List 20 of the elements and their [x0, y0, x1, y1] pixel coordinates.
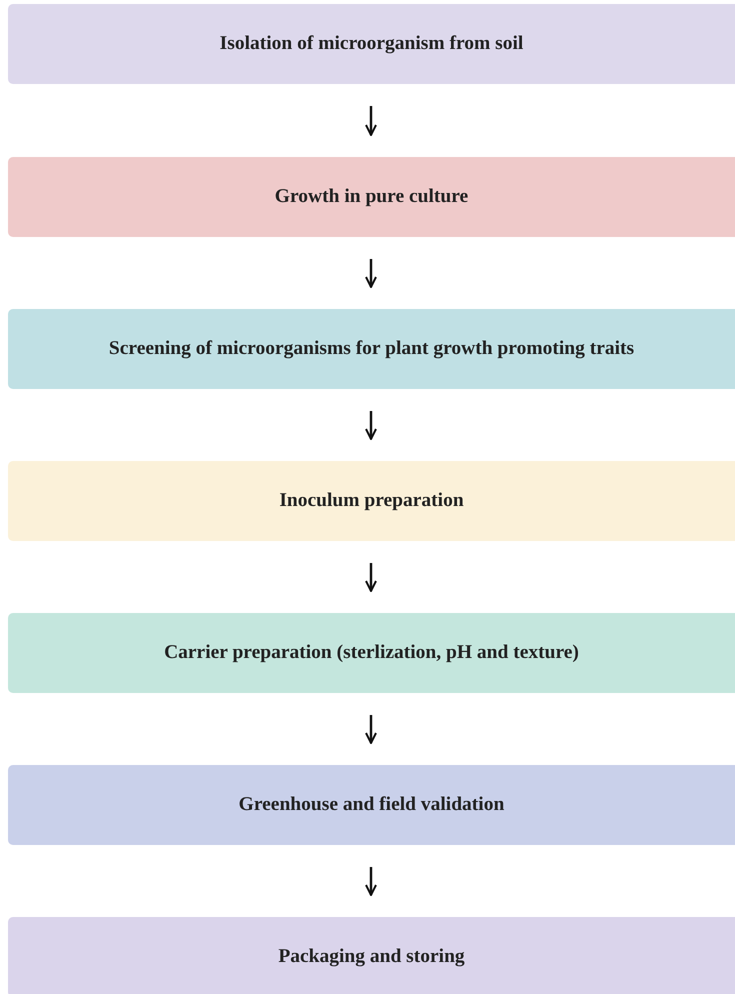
- process-box: [8, 461, 735, 541]
- step-label: Growth in pure culture: [274, 186, 468, 208]
- process-box: [8, 309, 735, 389]
- arrow: [365, 867, 377, 896]
- step-label: Greenhouse and field validation: [238, 794, 504, 816]
- step-label: Carrier preparation (sterlization, pH and texture): [164, 642, 579, 664]
- process-box: [8, 917, 735, 994]
- process-box: [8, 4, 735, 84]
- process-box: [8, 613, 735, 693]
- step-label: Screening of microorganisms for plant growth promoting traits: [108, 338, 634, 360]
- arrow: [365, 715, 377, 744]
- step-label: Inoculum preparation: [279, 490, 464, 512]
- process-box: [8, 157, 735, 237]
- step-label: Packaging and storing: [278, 946, 465, 968]
- process-box: [8, 765, 735, 845]
- arrow: [365, 563, 377, 592]
- arrow: [365, 411, 377, 440]
- step-label: Isolation of microorganism from soil: [220, 33, 524, 55]
- arrow: [365, 259, 377, 288]
- arrow: [365, 106, 377, 136]
